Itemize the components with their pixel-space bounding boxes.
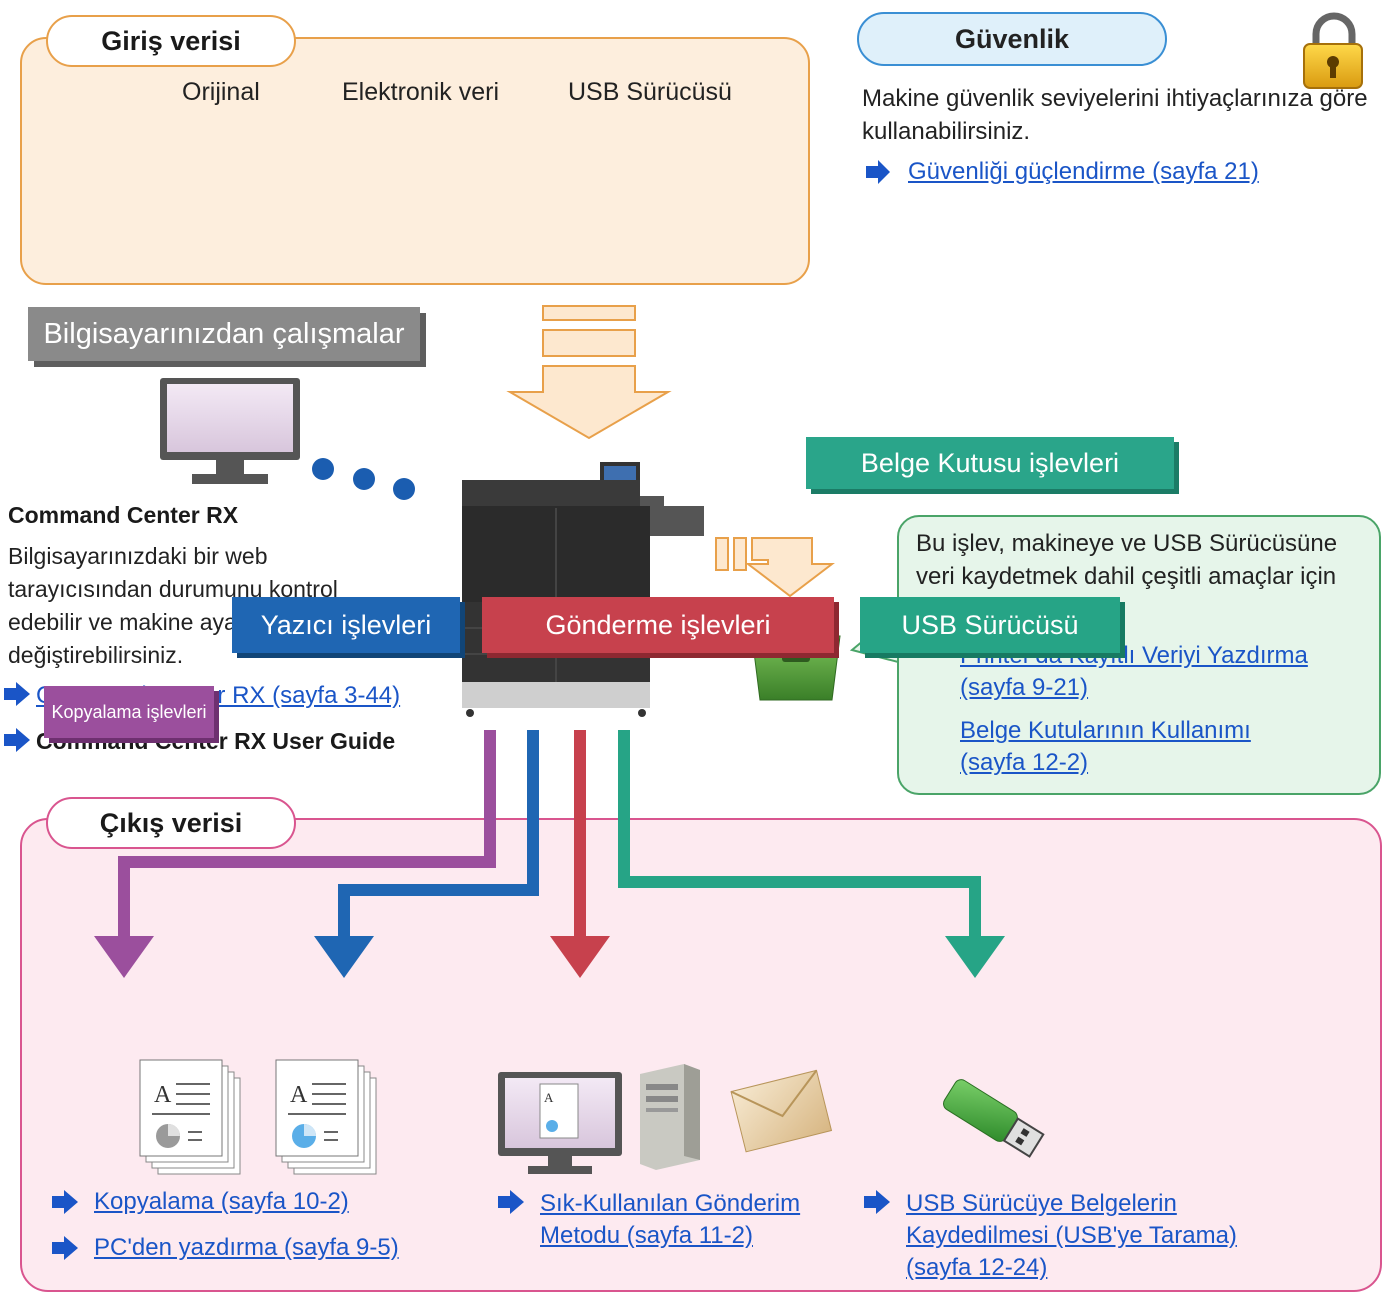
link-arrow-icon	[498, 1190, 524, 1214]
document-box-bubble	[897, 515, 1381, 795]
copy-functions-button: Kopyalama işlevleri	[44, 686, 214, 738]
pc-monitor-icon	[160, 378, 300, 484]
usb-arrowhead	[945, 936, 1005, 978]
input-section-title: Giriş verisi	[46, 15, 296, 67]
dot	[312, 458, 334, 480]
copy-arrowhead	[94, 936, 154, 978]
input-label-usb: USB Sürücüsü	[568, 78, 732, 106]
print-arrowhead	[314, 936, 374, 978]
input-flow-arrow	[506, 305, 672, 440]
command-center-heading: Command Center RX	[8, 502, 239, 528]
svg-text:A: A	[290, 1082, 308, 1108]
usb-drive-button: USB Sürücüsü	[860, 597, 1120, 653]
usb-flow-line	[618, 818, 981, 940]
security-link[interactable]: Güvenliği güçlendirme (sayfa 21)	[908, 158, 1259, 185]
send-link[interactable]: Sık-Kullanılan Gönderim Metodu (sayfa 11…	[540, 1190, 801, 1249]
send-arrowhead	[550, 936, 610, 978]
output-section-title: Çıkış verisi	[46, 797, 296, 849]
document-box-banner: Belge Kutusu işlevleri	[806, 437, 1174, 489]
printer-functions-button: Yazıcı işlevleri	[232, 597, 460, 653]
link-arrow-icon	[4, 682, 30, 706]
svg-text:A: A	[544, 1090, 554, 1105]
input-label-electronic: Elektronik veri	[342, 78, 499, 106]
send-functions-button: Gönderme işlevleri	[482, 597, 834, 653]
server-icon	[640, 1064, 700, 1170]
monitor-icon: A	[498, 1072, 622, 1174]
usb-drive-icon	[943, 1079, 1045, 1158]
copy-link[interactable]: Kopyalama (sayfa 10-2)	[94, 1188, 349, 1215]
link-arrow-icon	[52, 1190, 78, 1214]
copy-flow-line	[118, 818, 496, 940]
usb-scan-link[interactable]: USB Sürücüye Belgelerin Kaydedilmesi (US…	[906, 1190, 1237, 1281]
pc-operations-banner: Bilgisayarınızdan çalışmalar	[28, 307, 420, 361]
link-arrow-icon	[864, 1190, 890, 1214]
security-description: Makine güvenlik seviyelerini ihtiyaçları…	[862, 85, 1368, 145]
svg-text:A: A	[154, 1082, 172, 1108]
envelope-icon	[730, 1069, 833, 1153]
link-arrow-icon	[4, 728, 30, 752]
security-title: Güvenlik	[857, 12, 1167, 66]
output-panel	[20, 818, 1382, 1292]
document-stack-icon: A	[139, 1059, 241, 1175]
link-arrow-icon	[52, 1236, 78, 1260]
document-stack-icon: A	[275, 1059, 377, 1175]
document-box-arrow	[715, 537, 835, 598]
pc-print-link[interactable]: PC'den yazdırma (sayfa 9-5)	[94, 1234, 399, 1261]
dot	[393, 478, 415, 500]
link-arrow-icon	[866, 160, 890, 184]
document-box-link-usage[interactable]: Belge Kutularının Kullanımı (sayfa 12-2)	[960, 717, 1251, 776]
padlock-icon	[1303, 12, 1363, 89]
print-flow-line	[338, 818, 539, 940]
input-label-original: Orijinal	[182, 78, 260, 106]
input-panel	[20, 37, 810, 285]
dot	[353, 468, 375, 490]
